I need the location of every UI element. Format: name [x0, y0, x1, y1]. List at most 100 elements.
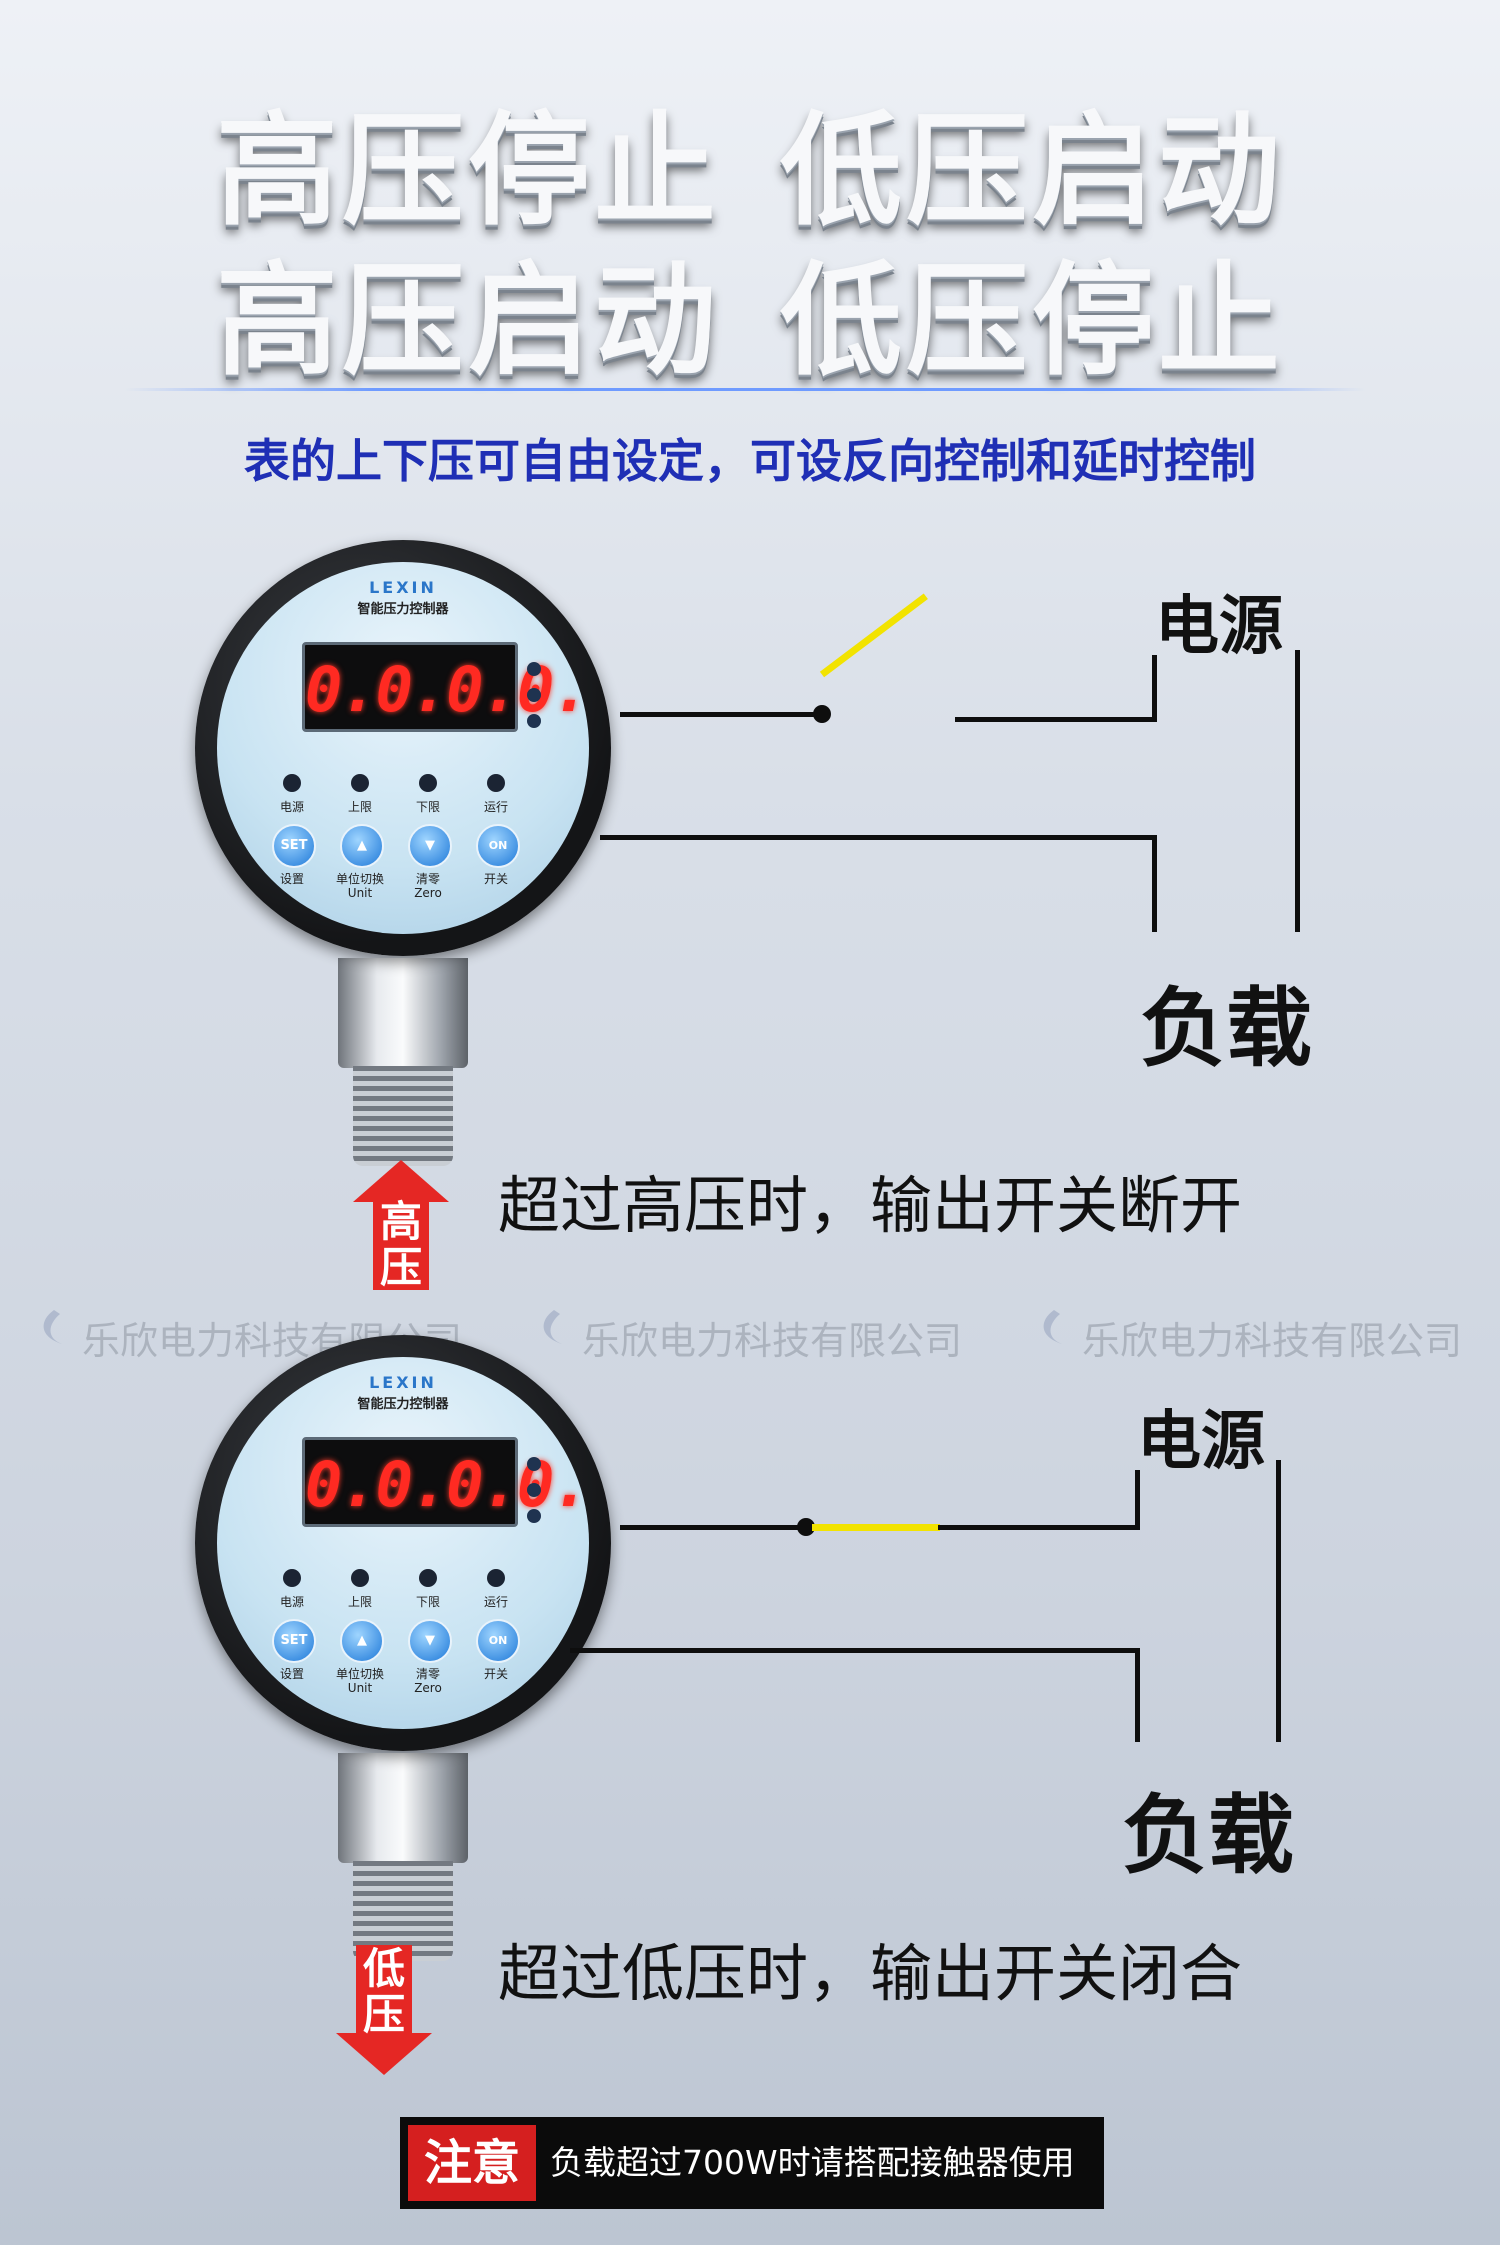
gauge-neck — [338, 958, 468, 1068]
gauge-thread — [353, 1861, 453, 1961]
wire-power-vertical — [1152, 655, 1157, 722]
indicator-label: 下限 — [415, 800, 440, 814]
power-label-2: 电源 — [1137, 1405, 1265, 1479]
indicator-label: 运行 — [483, 1595, 508, 1609]
button-label: 设置 — [279, 872, 304, 886]
up-button: ▲ — [340, 1619, 384, 1663]
unit-led-mpa — [527, 662, 541, 676]
wire-load-vertical — [1135, 1648, 1140, 1742]
unit-led-mpa — [527, 1457, 541, 1471]
divider-line — [125, 388, 1365, 391]
wire-power-return — [1295, 650, 1300, 932]
note-message: 负载超过700W时请搭配接触器使用 — [550, 2143, 1075, 2182]
headline-row-2: 高压启动低压停止 — [0, 222, 1500, 399]
switch-node — [813, 705, 831, 723]
unit-led-psi — [527, 714, 541, 728]
watermark-text: 乐欣电力科技有限公司 — [1082, 1319, 1463, 1363]
indicator-label: 电源 — [279, 800, 304, 814]
down-button: ▼ — [408, 824, 452, 868]
button-label: 清零 — [415, 1667, 440, 1681]
brand-logo: LEXIN — [369, 1373, 437, 1392]
arrow-text-2: 压 — [362, 1990, 405, 2039]
digital-display: 0.0.0.0. — [302, 642, 589, 732]
headline-low-stop: 低压停止 — [780, 250, 1284, 392]
watermark-text: 乐欣电力科技有限公司 — [582, 1319, 963, 1363]
indicator-label: 上限 — [347, 1595, 372, 1609]
indicator-led-run — [487, 774, 505, 792]
brand-logo: LEXIN — [369, 578, 437, 597]
indicator-label: 上限 — [347, 800, 372, 814]
gauge-face: LEXIN 智能压力控制器 0.0.0.0. 电源 上限 下限 运行 SET ▲… — [217, 562, 589, 934]
indicator-led-lower — [419, 1569, 437, 1587]
arrow-shaft — [373, 1200, 429, 1290]
headline-high-stop: 高压停止 — [216, 100, 720, 242]
unit-led-psi — [527, 1509, 541, 1523]
indicator-led-run — [487, 1569, 505, 1587]
wire-power-return — [1276, 1460, 1281, 1742]
gauge-bezel: LEXIN 智能压力控制器 0.0.0.0. 电源 上限 下限 运行 SET ▲… — [195, 1335, 611, 1751]
gauge-thread — [353, 1066, 453, 1166]
arrow-text-1: 高 — [379, 1197, 422, 1246]
indicator-label: 电源 — [279, 1595, 304, 1609]
power-label-1: 电源 — [1155, 590, 1283, 664]
button-sublabel: Zero — [414, 1681, 442, 1695]
wire-load-lead — [570, 1648, 1138, 1653]
button-label: 开关 — [483, 872, 508, 886]
caption-high-pressure: 超过高压时，输出开关断开 — [498, 1169, 1243, 1242]
load-label-1: 负载 — [1140, 979, 1312, 1079]
model-label: 智能压力控制器 — [357, 602, 449, 617]
digital-display: 0.0.0.0. — [302, 1437, 589, 1527]
on-off-button: ON — [476, 824, 520, 868]
company-logo-icon — [543, 1310, 562, 1344]
arrow-text-2: 压 — [379, 1243, 422, 1292]
arrow-head-up — [353, 1160, 449, 1202]
button-sublabel: Unit — [347, 886, 373, 900]
display-value: 0.0.0.0. — [305, 1448, 589, 1521]
button-label: 单位切换 — [335, 872, 384, 886]
gauge-face: LEXIN 智能压力控制器 0.0.0.0. 电源 上限 下限 运行 SET ▲… — [217, 1357, 589, 1729]
wire-signal — [620, 1525, 805, 1530]
pressure-gauge-1: LEXIN 智能压力控制器 0.0.0.0. 电源 上限 下限 运行 SET ▲… — [195, 540, 635, 1170]
gauge-bezel: LEXIN 智能压力控制器 0.0.0.0. 电源 上限 下限 运行 SET ▲… — [195, 540, 611, 956]
model-label: 智能压力控制器 — [357, 1397, 449, 1412]
company-logo-icon — [1043, 1310, 1062, 1344]
button-label: 清零 — [415, 872, 440, 886]
button-sublabel: Zero — [414, 886, 442, 900]
indicator-led-lower — [419, 774, 437, 792]
wire-power-lead — [955, 717, 1155, 722]
unit-led-kgf — [527, 688, 541, 702]
low-pressure-arrow: 低 压 — [336, 1945, 432, 2075]
headline-high-start: 高压启动 — [216, 250, 720, 392]
on-off-button: ON — [476, 1619, 520, 1663]
wire-load-vertical — [1152, 835, 1157, 932]
wire-power-lead — [938, 1525, 1138, 1530]
wire-power-vertical — [1135, 1470, 1140, 1530]
wire-load-lead — [600, 835, 1155, 840]
switch-blade-open — [819, 593, 928, 678]
indicator-led-power — [283, 774, 301, 792]
display-value: 0.0.0.0. — [305, 653, 589, 726]
pressure-gauge-2: LEXIN 智能压力控制器 0.0.0.0. 电源 上限 下限 运行 SET ▲… — [195, 1335, 635, 1965]
headline-row-1: 高压停止低压启动 — [0, 72, 1500, 249]
button-label: 开关 — [483, 1667, 508, 1681]
headline-low-start: 低压启动 — [780, 100, 1284, 242]
company-logo-icon — [43, 1310, 62, 1344]
load-label-2: 负载 — [1122, 1786, 1294, 1886]
switch-node — [797, 1518, 815, 1536]
indicator-label: 运行 — [483, 800, 508, 814]
subtitle: 表的上下压可自由设定，可设反向控制和延时控制 — [244, 434, 1256, 488]
gauge-neck — [338, 1753, 468, 1863]
set-button: SET — [272, 1619, 316, 1663]
caption-low-pressure: 超过低压时，输出开关闭合 — [498, 1937, 1243, 2010]
unit-led-kgf — [527, 1483, 541, 1497]
indicator-led-upper — [351, 1569, 369, 1587]
indicator-led-upper — [351, 774, 369, 792]
arrow-shaft — [356, 1945, 412, 2035]
down-button: ▼ — [408, 1619, 452, 1663]
indicator-led-power — [283, 1569, 301, 1587]
button-label: 设置 — [279, 1667, 304, 1681]
button-sublabel: Unit — [347, 1681, 373, 1695]
wire-signal — [620, 712, 825, 717]
arrow-text-1: 低 — [362, 1944, 405, 1993]
arrow-head-down — [336, 2033, 432, 2075]
